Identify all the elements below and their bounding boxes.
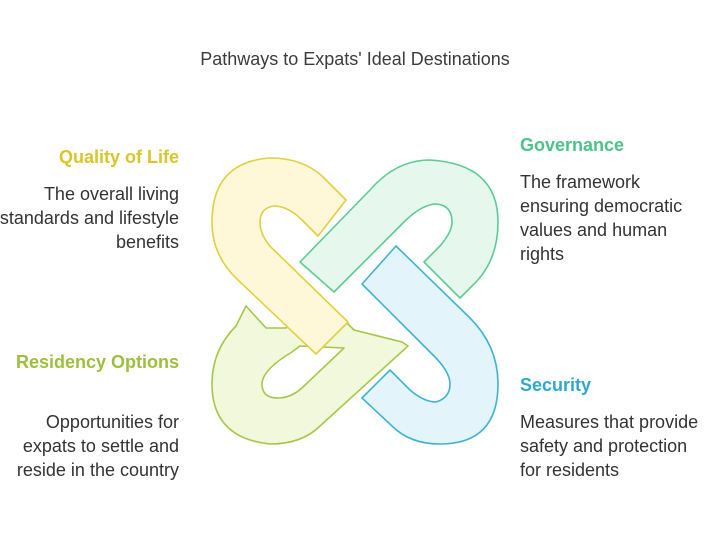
diagram-title: Pathways to Expats' Ideal Destinations — [200, 49, 510, 69]
governance-heading: Governance — [520, 135, 625, 155]
security-description: Measures that provide safety and protect… — [520, 412, 699, 480]
security-heading: Security — [520, 375, 592, 395]
governance-link — [299, 159, 499, 299]
residency-options-heading: Residency Options — [15, 352, 179, 372]
quality-of-life-heading: Quality of Life — [58, 147, 179, 167]
quality-of-life-description: The overall living standards and lifesty… — [0, 184, 179, 252]
quality-of-life-link — [211, 157, 349, 355]
governance-description: The framework ensuring democratic values… — [520, 172, 683, 264]
residency-link — [211, 305, 409, 445]
security-link — [361, 245, 499, 445]
residency-options-description: Opportunities for expats to settle and r… — [16, 412, 179, 480]
